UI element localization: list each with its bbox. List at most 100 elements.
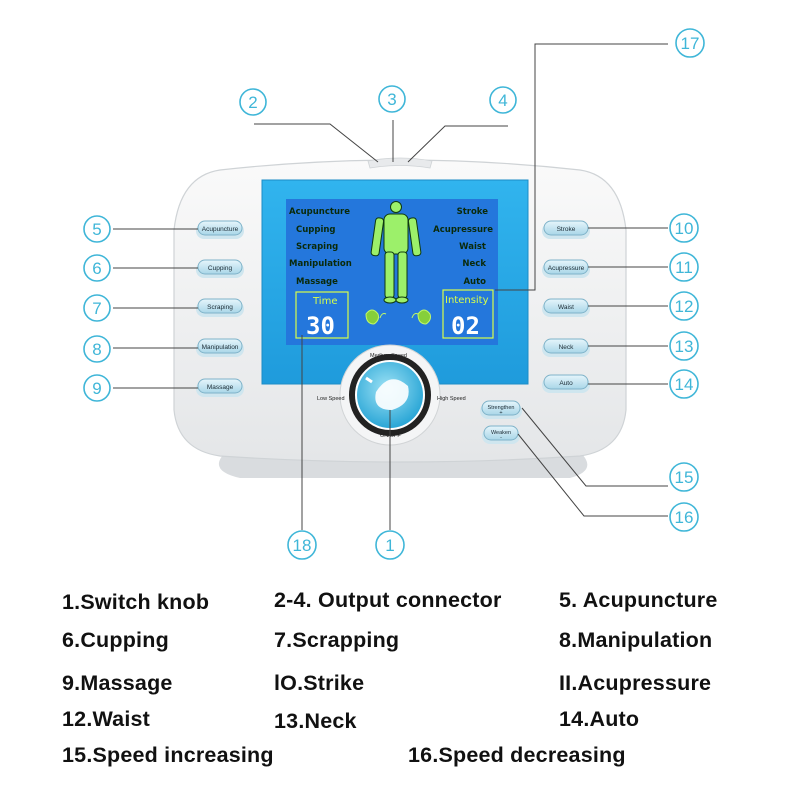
acupressure-button-label: Acupressure	[548, 265, 585, 272]
legend-15: 15.Speed increasing	[62, 743, 274, 767]
legend-6: 6.Cupping	[62, 628, 169, 652]
legend-1: 1.Switch knob	[62, 590, 210, 614]
callouts: 2 3 4 17 5 6 7 8 9 10 11 12 13 14 15 16 …	[83, 28, 705, 560]
callout-4: 4	[489, 86, 517, 114]
legend-12: 12.Waist	[62, 707, 151, 731]
cupping-button[interactable]: Cupping	[196, 259, 244, 278]
svg-text:14: 14	[675, 375, 694, 394]
massage-button-label: Massage	[207, 384, 234, 391]
manipulation-button[interactable]: Manipulation	[196, 338, 244, 357]
dial-medium-speed: Medium Speed	[370, 353, 407, 359]
svg-text:10: 10	[675, 219, 694, 238]
waist-button[interactable]: Waist	[542, 298, 590, 317]
callout-2: 2	[239, 88, 267, 116]
svg-text:12: 12	[675, 297, 694, 316]
weaken-sign: -	[500, 435, 502, 441]
strengthen-sign: +	[499, 410, 502, 416]
svg-text:16: 16	[675, 508, 694, 527]
lcd-mode-stroke: Stroke	[457, 207, 489, 217]
acupressure-button[interactable]: Acupressure	[542, 259, 590, 278]
svg-text:5: 5	[92, 220, 101, 239]
legend-7: 7.Scrapping	[274, 628, 400, 652]
legend: 1.Switch knob 2-4. Output connector 5. A…	[0, 578, 800, 798]
acupuncture-button[interactable]: Acupuncture	[196, 220, 244, 239]
weaken-button[interactable]: Weaken -	[482, 425, 520, 444]
legend-16: 16.Speed decreasing	[408, 743, 626, 767]
dial-low-speed: Low Speed	[317, 396, 345, 402]
svg-text:9: 9	[92, 379, 101, 398]
lcd-mode-cupping: Cupping	[296, 225, 336, 235]
cupping-button-label: Cupping	[208, 265, 233, 272]
svg-text:11: 11	[675, 258, 693, 277]
svg-text:13: 13	[675, 337, 694, 356]
device-diagram: Acupuncture Cupping Scraping Manipulatio…	[83, 28, 705, 560]
time-value: 30	[306, 312, 335, 340]
callout-17: 17	[675, 28, 705, 58]
legend-9: 9.Massage	[62, 671, 173, 695]
lcd-mode-acupuncture: Acupuncture	[289, 207, 350, 217]
stroke-button-label: Stroke	[557, 226, 576, 233]
legend-13: 13.Neck	[274, 709, 357, 733]
legend-10: lO.Strike	[274, 671, 365, 695]
strengthen-button-label: Strengthen	[488, 405, 515, 411]
left-buttons: Acupuncture Cupping Scraping Manipulatio…	[196, 220, 244, 397]
svg-text:15: 15	[675, 468, 694, 487]
scraping-button[interactable]: Scraping	[196, 298, 244, 317]
callout-7: 7	[83, 294, 111, 322]
callout-16: 16	[669, 502, 699, 532]
callout-9: 9	[83, 374, 111, 402]
lcd-right-modes: Stroke Acupressure Waist Neck Auto	[433, 207, 493, 287]
lcd-mode-acupressure: Acupressure	[433, 225, 493, 235]
waist-button-label: Waist	[558, 304, 574, 311]
intensity-value: 02	[451, 312, 480, 340]
switch-knob[interactable]	[339, 344, 441, 446]
lcd-mode-scraping: Scraping	[296, 242, 338, 252]
callout-3: 3	[378, 85, 406, 113]
legend-5: 5. Acupuncture	[559, 588, 718, 612]
svg-text:1: 1	[385, 536, 394, 555]
callout-18: 18	[287, 530, 317, 560]
time-box	[295, 291, 349, 339]
legend-14: 14.Auto	[559, 707, 640, 731]
intensity-label: Intensity	[445, 295, 489, 306]
svg-text:3: 3	[387, 90, 396, 109]
lcd-mode-auto: Auto	[463, 277, 486, 287]
callout-5: 5	[83, 215, 111, 243]
legend-11: II.Acupressure	[559, 671, 712, 695]
lcd-left-modes: Acupuncture Cupping Scraping Manipulatio…	[289, 207, 352, 287]
lcd-mode-manipulation: Manipulation	[289, 259, 352, 269]
hand-right-icon	[411, 309, 431, 325]
svg-text:8: 8	[92, 340, 101, 359]
svg-text:6: 6	[92, 259, 101, 278]
legend-8: 8.Manipulation	[559, 628, 713, 652]
strengthen-button[interactable]: Strengthen +	[480, 400, 522, 419]
svg-text:18: 18	[293, 536, 312, 555]
device-top-ridge	[367, 157, 433, 169]
callout-8: 8	[83, 335, 111, 363]
acupuncture-button-label: Acupuncture	[202, 226, 239, 233]
stroke-button[interactable]: Stroke	[542, 220, 590, 239]
massage-button[interactable]: Massage	[196, 378, 244, 397]
auto-button[interactable]: Auto	[542, 374, 590, 393]
callout-14: 14	[669, 369, 699, 399]
manipulation-button-label: Manipulation	[202, 344, 239, 351]
callout-12: 12	[669, 291, 699, 321]
right-buttons: Stroke Acupressure Waist Neck Auto	[542, 220, 590, 393]
callout-10: 10	[669, 213, 699, 243]
weaken-button-label: Weaken	[491, 430, 511, 436]
svg-text:2: 2	[248, 93, 257, 112]
lcd-mode-waist: Waist	[459, 242, 486, 252]
callout-1: 1	[375, 530, 405, 560]
callout-11: 11	[669, 252, 699, 282]
dial-high-speed: High Speed	[437, 396, 466, 402]
time-label: Time	[312, 296, 337, 307]
lcd-mode-massage: Massage	[296, 277, 338, 287]
neck-button[interactable]: Neck	[542, 338, 590, 357]
scraping-button-label: Scraping	[207, 304, 233, 311]
callout-15: 15	[669, 462, 699, 492]
svg-text:17: 17	[681, 34, 700, 53]
callout-13: 13	[669, 331, 699, 361]
svg-text:7: 7	[92, 299, 101, 318]
body-figure-icon	[370, 201, 422, 304]
